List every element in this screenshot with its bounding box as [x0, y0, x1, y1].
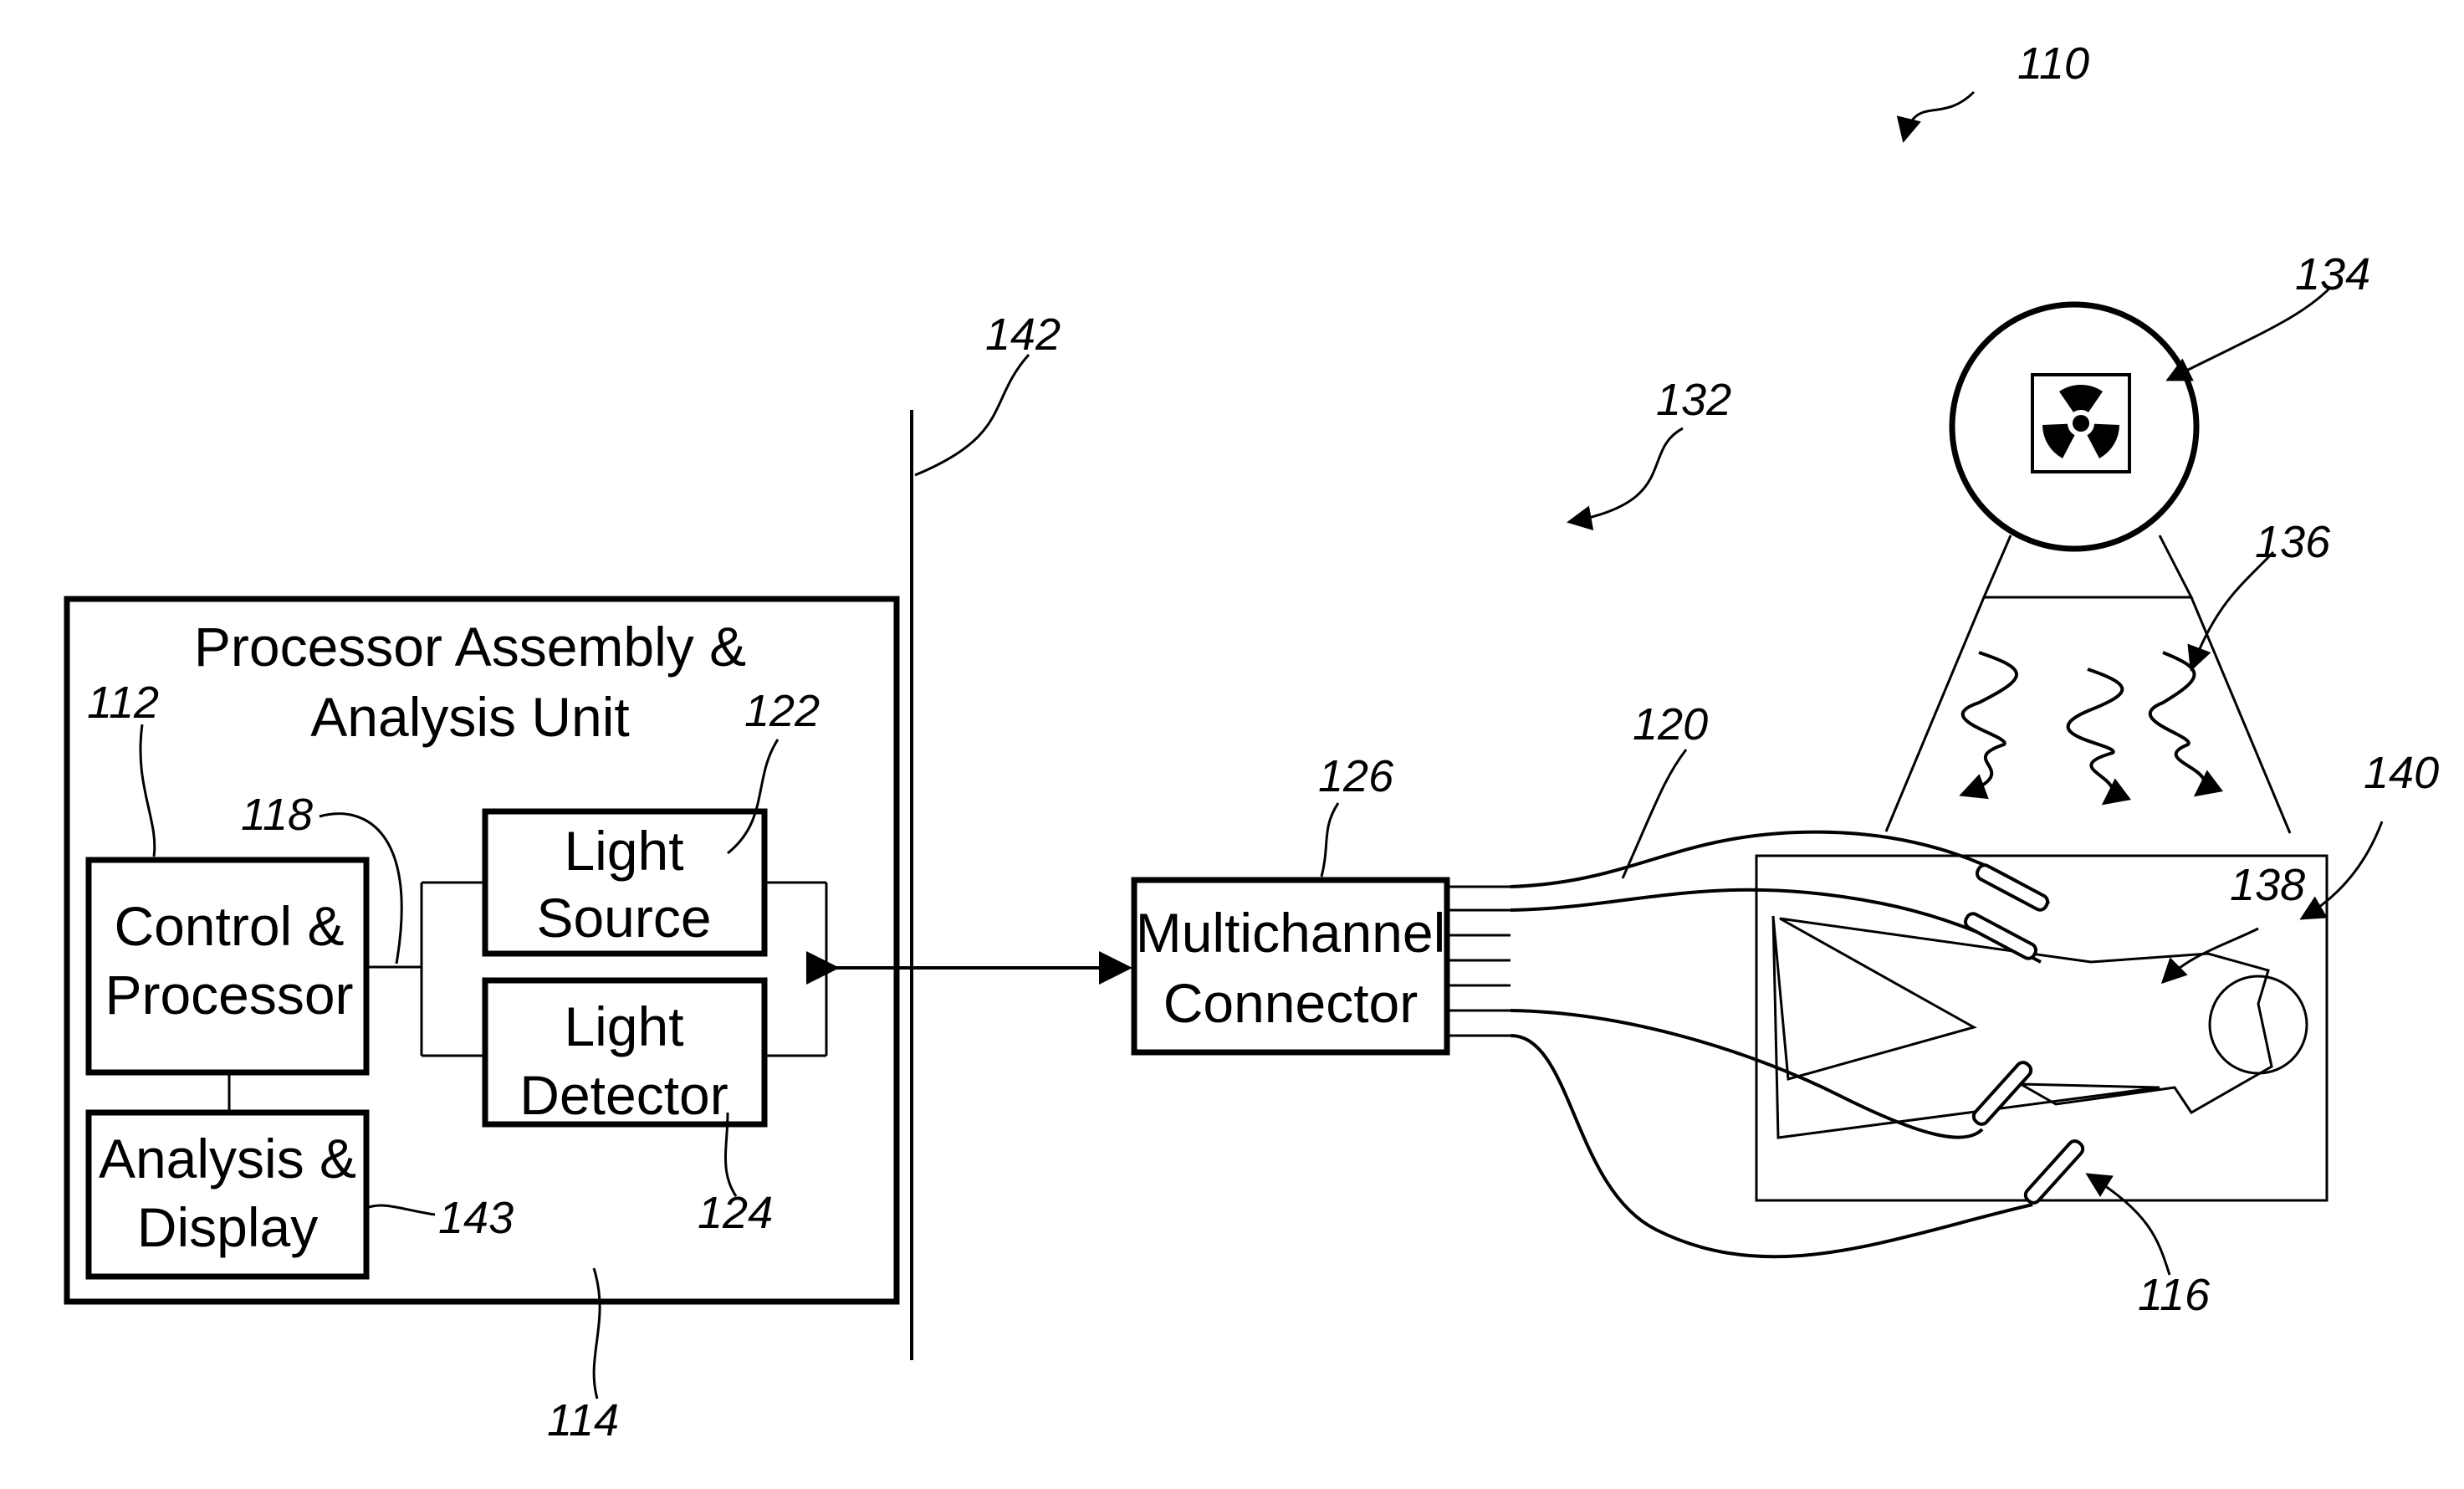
- analysis-display-label-line2: Display: [137, 1196, 318, 1258]
- control-processor-label-line2: Processor: [105, 964, 353, 1026]
- ref-122: 122: [744, 686, 820, 736]
- ref-112: 112: [87, 678, 159, 728]
- ref-138: 138: [2230, 860, 2305, 910]
- ref-118: 118: [241, 790, 313, 840]
- beam-edge-left: [1886, 597, 1984, 831]
- ref-116: 116: [2138, 1270, 2211, 1320]
- radiation-hazard-icon: [2032, 375, 2129, 472]
- ref-140: 140: [2364, 748, 2439, 798]
- ref-142: 142: [985, 310, 1061, 360]
- ref-124: 124: [698, 1188, 773, 1238]
- optical-fibers: [1511, 832, 2049, 1257]
- processor-assembly-label-line2: Analysis Unit: [310, 686, 629, 748]
- analysis-display-label-line1: Analysis &: [99, 1128, 356, 1190]
- ref-110: 110: [2017, 38, 2089, 89]
- sensor-probes: [1963, 862, 2085, 1205]
- connector-label-line2: Connector: [1163, 972, 1419, 1034]
- connector-label-line1: Multichannel: [1136, 902, 1446, 964]
- connector-pins: [1447, 887, 1511, 1036]
- light-source-label-line2: Source: [536, 887, 711, 949]
- ref-132: 132: [1656, 375, 1731, 425]
- ref-114: 114: [547, 1395, 619, 1446]
- ref-134: 134: [2295, 249, 2370, 299]
- light-detector-label-line1: Light: [564, 995, 683, 1057]
- light-source-label-line1: Light: [564, 820, 683, 882]
- control-processor-label-line1: Control &: [114, 895, 344, 957]
- patient-head: [2210, 976, 2307, 1073]
- radiation-waves: [1962, 652, 2205, 803]
- ref-126: 126: [1318, 751, 1394, 801]
- processor-assembly-label-line1: Processor Assembly &: [194, 616, 746, 678]
- ref-136: 136: [2255, 517, 2331, 567]
- ref-120: 120: [1633, 699, 1708, 750]
- collimator: [1984, 535, 2191, 597]
- light-detector-label-line2: Detector: [519, 1064, 728, 1126]
- ref-143: 143: [438, 1193, 514, 1243]
